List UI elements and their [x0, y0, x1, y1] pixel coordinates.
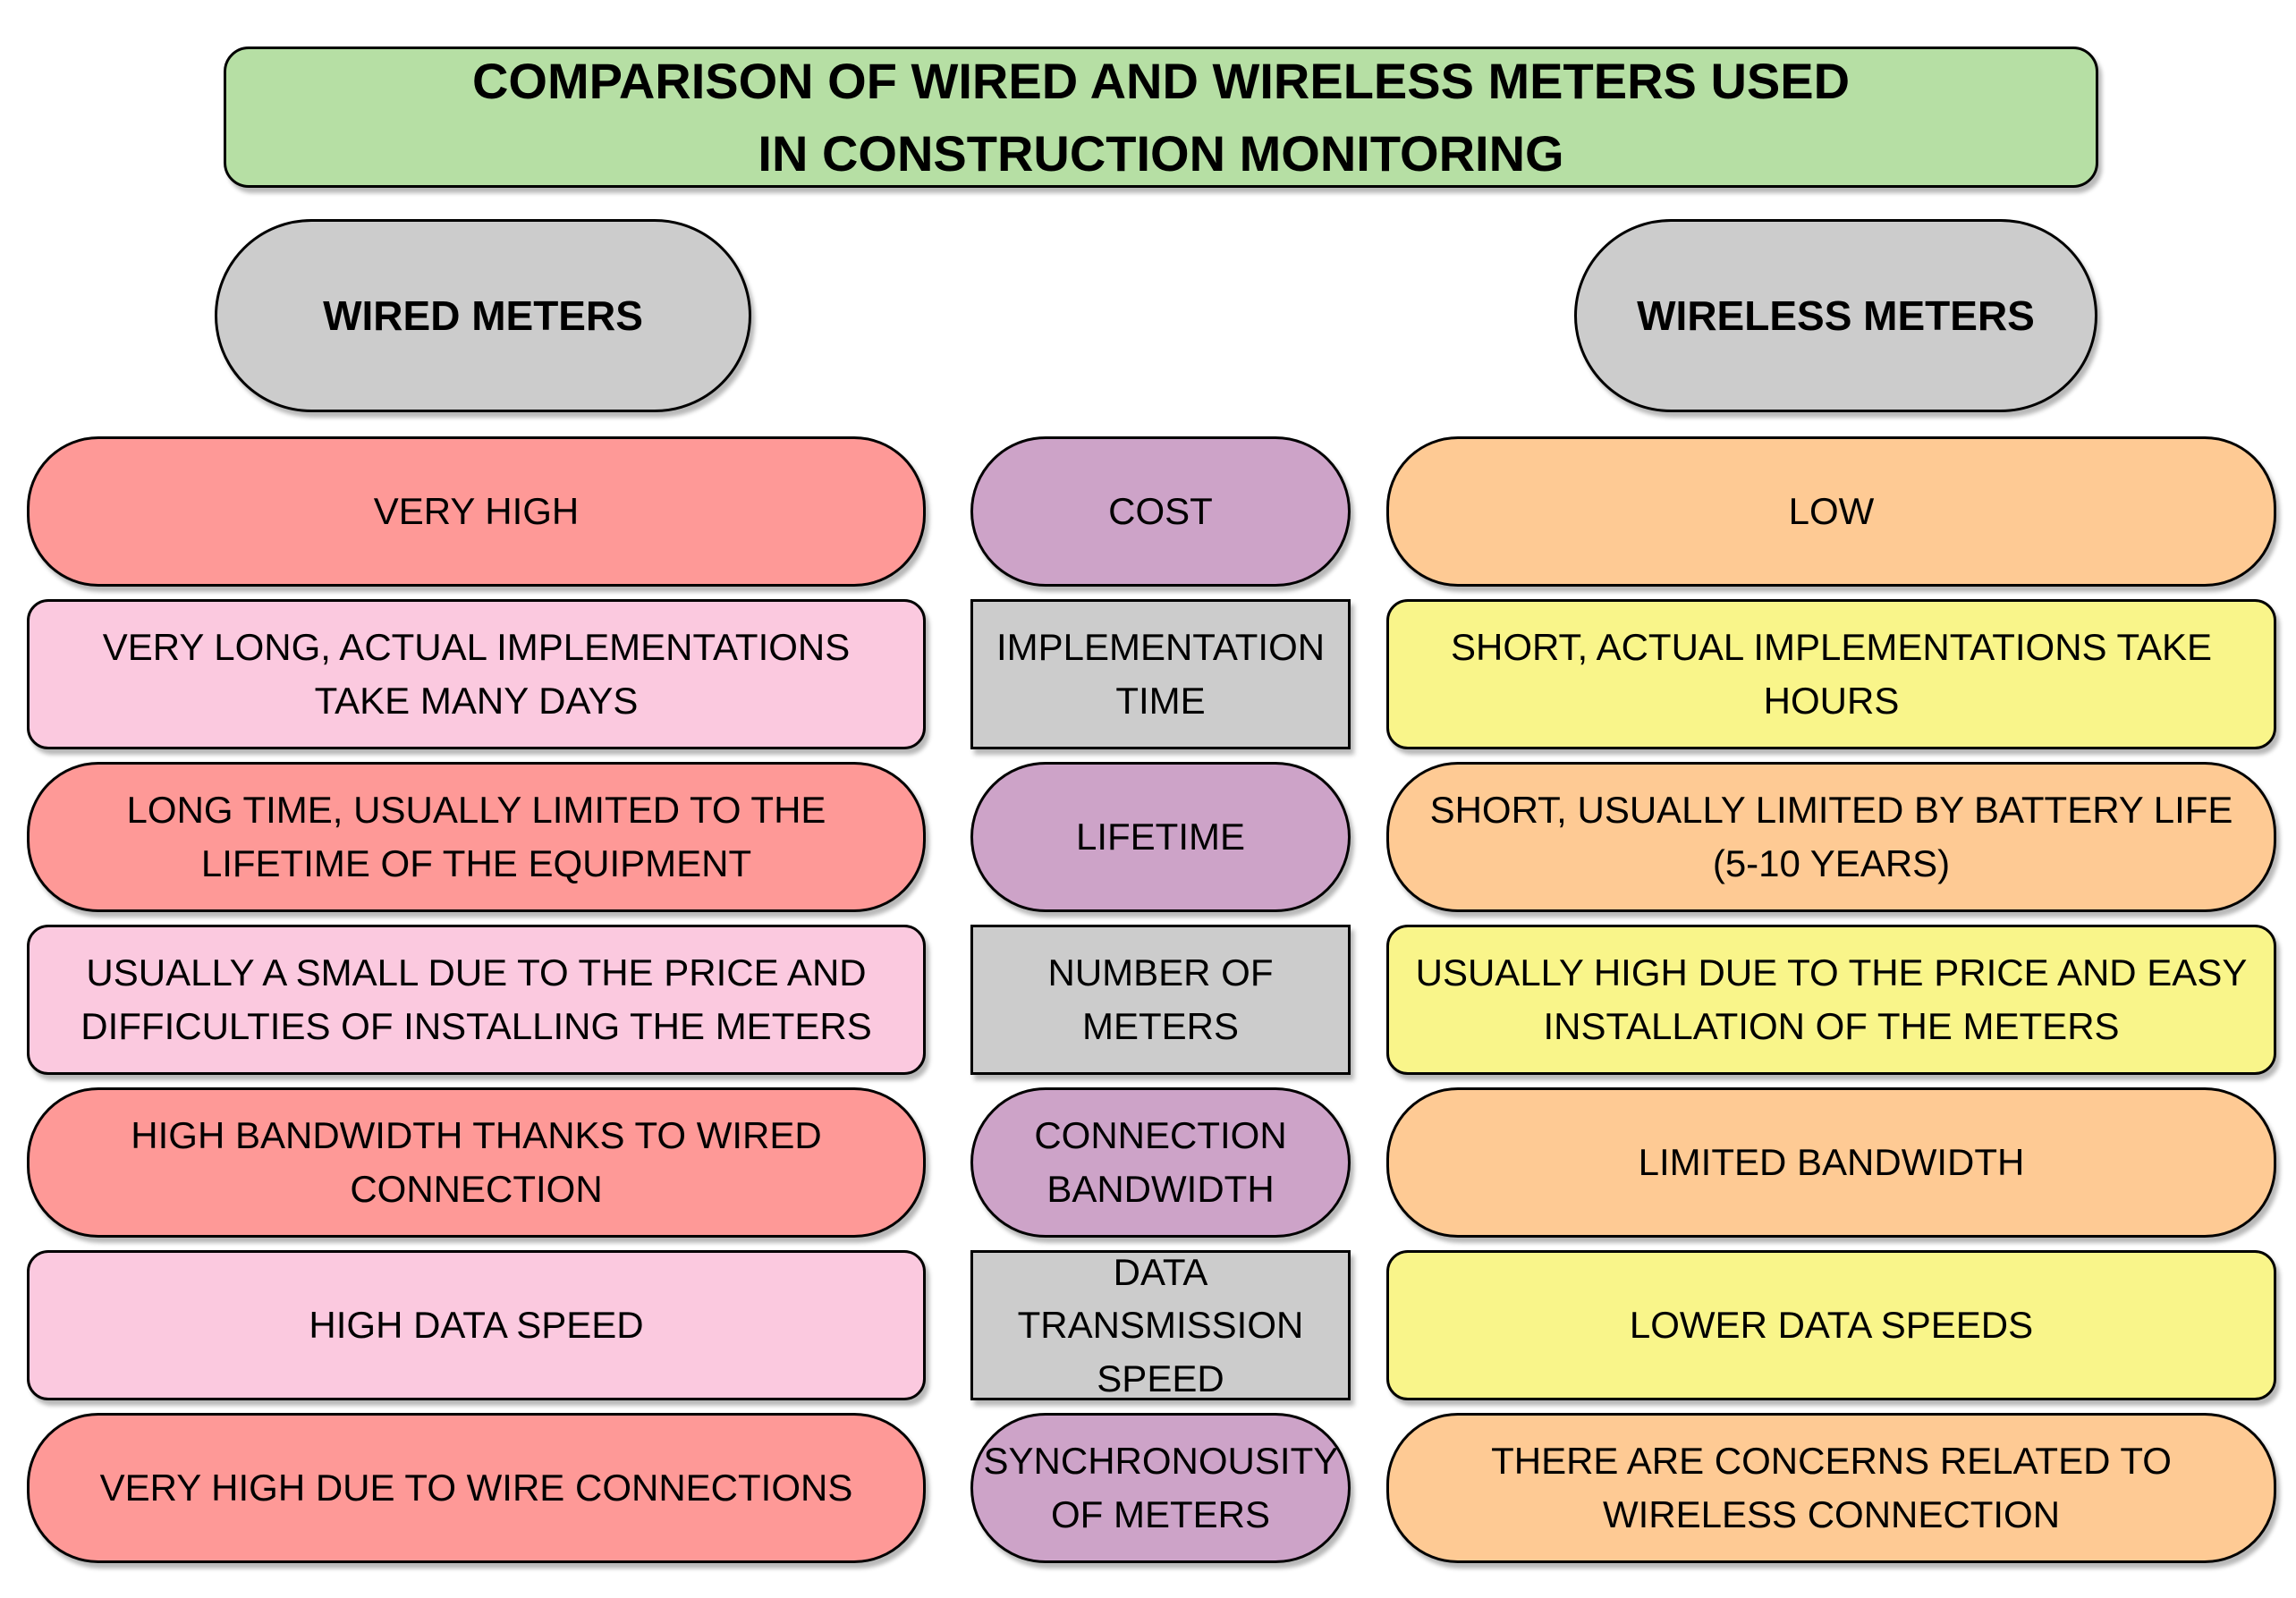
connection-bandwidth-attribute-label: CONNECTION BANDWIDTH — [970, 1087, 1351, 1238]
diagram-title-box: COMPARISON OF WIRED AND WIRELESS METERS … — [224, 47, 2098, 188]
comparison-rows: VERY HIGH COST LOW VERY LONG, ACTUAL IMP… — [27, 436, 2276, 1563]
row-number-of-meters: USUALLY A SMALL DUE TO THE PRICE AND DIF… — [27, 925, 2276, 1075]
row-synchronousity: VERY HIGH DUE TO WIRE CONNECTIONS SYNCHR… — [27, 1413, 2276, 1563]
synchronousity-attribute-label: SYNCHRONOUSITY OF METERS — [970, 1413, 1351, 1563]
connection-bandwidth-wireless-value: LIMITED BANDWIDTH — [1386, 1087, 2276, 1238]
cost-attribute-label: COST — [970, 436, 1351, 587]
data-transmission-speed-wired-value: HIGH DATA SPEED — [27, 1250, 926, 1400]
wired-meters-header: WIRED METERS — [215, 219, 751, 412]
data-transmission-speed-wireless-value: LOWER DATA SPEEDS — [1386, 1250, 2276, 1400]
lifetime-attribute-label: LIFETIME — [970, 762, 1351, 912]
diagram-title: COMPARISON OF WIRED AND WIRELESS METERS … — [471, 52, 1851, 182]
synchronousity-wireless-value: THERE ARE CONCERNS RELATED TO WIRELESS C… — [1386, 1413, 2276, 1563]
number-of-meters-wired-value: USUALLY A SMALL DUE TO THE PRICE AND DIF… — [27, 925, 926, 1075]
row-lifetime: LONG TIME, USUALLY LIMITED TO THE LIFETI… — [27, 762, 2276, 912]
connection-bandwidth-wired-value: HIGH BANDWIDTH THANKS TO WIRED CONNECTIO… — [27, 1087, 926, 1238]
implementation-time-wireless-value: SHORT, ACTUAL IMPLEMENTATIONS TAKE HOURS — [1386, 599, 2276, 749]
data-transmission-speed-attribute-label: DATA TRANSMISSION SPEED — [970, 1250, 1351, 1400]
wireless-meters-header-label: WIRELESS METERS — [1637, 292, 2035, 339]
row-implementation-time: VERY LONG, ACTUAL IMPLEMENTATIONS TAKE M… — [27, 599, 2276, 749]
row-data-transmission-speed: HIGH DATA SPEED DATA TRANSMISSION SPEED … — [27, 1250, 2276, 1400]
number-of-meters-attribute-label: NUMBER OF METERS — [970, 925, 1351, 1075]
synchronousity-wired-value: VERY HIGH DUE TO WIRE CONNECTIONS — [27, 1413, 926, 1563]
cost-wireless-value: LOW — [1386, 436, 2276, 587]
lifetime-wired-value: LONG TIME, USUALLY LIMITED TO THE LIFETI… — [27, 762, 926, 912]
number-of-meters-wireless-value: USUALLY HIGH DUE TO THE PRICE AND EASY I… — [1386, 925, 2276, 1075]
lifetime-wireless-value: SHORT, USUALLY LIMITED BY BATTERY LIFE (… — [1386, 762, 2276, 912]
row-connection-bandwidth: HIGH BANDWIDTH THANKS TO WIRED CONNECTIO… — [27, 1087, 2276, 1238]
implementation-time-wired-value: VERY LONG, ACTUAL IMPLEMENTATIONS TAKE M… — [27, 599, 926, 749]
wireless-meters-header: WIRELESS METERS — [1574, 219, 2097, 412]
wired-meters-header-label: WIRED METERS — [323, 292, 643, 339]
cost-wired-value: VERY HIGH — [27, 436, 926, 587]
implementation-time-attribute-label: IMPLEMENTATION TIME — [970, 599, 1351, 749]
row-cost: VERY HIGH COST LOW — [27, 436, 2276, 587]
